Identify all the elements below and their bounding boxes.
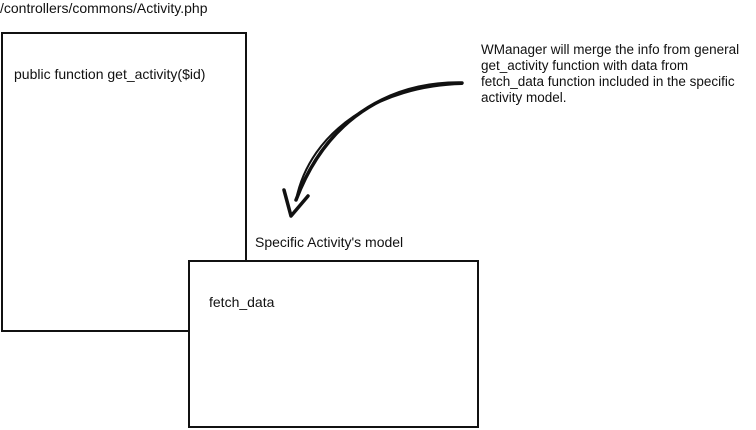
note-line: WManager will merge the info from genera…	[481, 42, 740, 57]
controller-function-signature: public function get_activity($id)	[14, 66, 206, 82]
model-function-name: fetch_data	[209, 294, 275, 310]
file-path-label: /controllers/commons/Activity.php	[0, 0, 208, 16]
merge-note: WManager will merge the info from genera…	[481, 42, 753, 106]
note-line: activity model.	[481, 90, 567, 105]
note-line: fetch_data function included in the spec…	[481, 74, 735, 89]
model-label: Specific Activity's model	[255, 234, 404, 250]
note-line: get_activity function with data from	[481, 58, 689, 73]
model-box: fetch_data	[188, 260, 479, 428]
